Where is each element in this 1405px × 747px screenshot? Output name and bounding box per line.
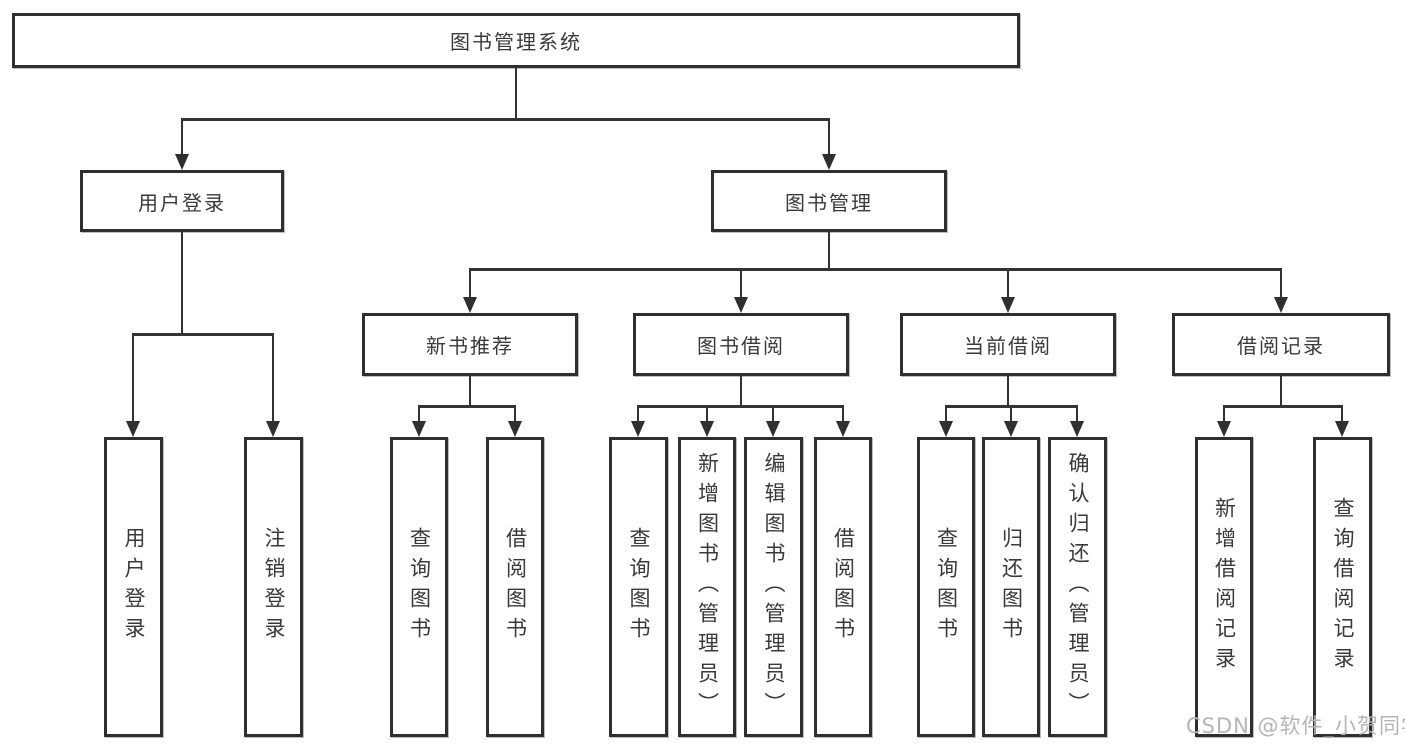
node-current-borrowing: 当前借阅 <box>900 313 1116 376</box>
connector-line <box>1223 405 1225 421</box>
node-label: 新书推荐 <box>426 334 514 358</box>
arrow-down-icon <box>175 154 189 170</box>
node-label: 查询借阅记录 <box>1331 497 1355 677</box>
arrow-down-icon <box>1274 297 1288 313</box>
arrow-down-icon <box>412 421 426 437</box>
connector-line <box>272 333 274 421</box>
connector-line <box>469 268 1281 271</box>
connector-line <box>1007 268 1009 297</box>
node-label: 图书借阅 <box>697 334 785 358</box>
node-borrowing-records: 借阅记录 <box>1172 313 1390 376</box>
connector-line <box>1076 405 1078 421</box>
connector-line <box>1223 405 1343 408</box>
connector-line <box>772 405 774 421</box>
node-leaf-user-login: 用户登录 <box>104 437 163 737</box>
arrow-down-icon <box>836 421 850 437</box>
node-label: 借阅图书 <box>831 527 856 647</box>
arrow-down-icon <box>1217 421 1231 437</box>
node-leaf-edit-books-admin: 编辑图书（管理员） <box>744 437 803 737</box>
csdn-watermark: CSDN @软件_小贺同学 <box>1186 714 1405 738</box>
connector-line <box>842 405 844 421</box>
connector-line <box>1280 268 1282 297</box>
connector-line <box>181 118 830 121</box>
node-label: 新增借阅记录 <box>1212 497 1237 677</box>
connector-line <box>418 405 420 421</box>
node-book-management-branch: 图书管理 <box>711 170 947 232</box>
arrow-down-icon <box>734 297 748 313</box>
node-label: 当前借阅 <box>964 334 1052 358</box>
node-label: 编辑图书（管理员） <box>762 452 786 722</box>
connector-line <box>1010 405 1012 421</box>
arrow-down-icon <box>126 421 140 437</box>
connector-line <box>740 268 742 297</box>
connector-line <box>181 118 183 156</box>
node-root-library-system: 图书管理系统 <box>12 13 1020 68</box>
arrow-down-icon <box>1070 421 1084 437</box>
node-leaf-borrow-books-2: 借阅图书 <box>814 437 872 737</box>
arrow-down-icon <box>700 421 714 437</box>
arrow-down-icon <box>631 421 645 437</box>
arrow-down-icon <box>463 297 477 313</box>
connector-line <box>1007 376 1009 407</box>
node-user-login-branch: 用户登录 <box>80 170 284 232</box>
node-leaf-borrow-books-1: 借阅图书 <box>486 437 544 737</box>
node-label: 用户登录 <box>138 190 226 215</box>
node-leaf-add-books-admin: 新增图书（管理员） <box>678 437 736 737</box>
connector-line <box>637 405 844 408</box>
connector-line <box>1280 376 1282 407</box>
node-leaf-query-books-1: 查询图书 <box>390 437 448 737</box>
node-leaf-confirm-return-admin: 确认归还（管理员） <box>1048 437 1107 737</box>
connector-line <box>740 376 742 407</box>
connector-line <box>828 232 830 270</box>
node-book-borrowing: 图书借阅 <box>633 313 849 376</box>
node-label: 确认归还（管理员） <box>1066 452 1090 722</box>
arrow-down-icon <box>939 421 953 437</box>
node-leaf-query-borrow-record: 查询借阅记录 <box>1313 437 1372 737</box>
connector-line <box>637 405 639 421</box>
node-label: 图书管理系统 <box>450 30 582 54</box>
arrow-down-icon <box>1001 297 1015 313</box>
connector-line <box>132 333 274 336</box>
node-label: 查询图书 <box>407 527 432 647</box>
node-label: 新增图书（管理员） <box>695 452 720 722</box>
arrow-down-icon <box>822 154 836 170</box>
node-label: 注销登录 <box>262 527 286 647</box>
connector-line <box>515 68 517 120</box>
node-new-book-recommend: 新书推荐 <box>362 313 578 376</box>
connector-line <box>514 405 516 421</box>
arrow-down-icon <box>508 421 522 437</box>
node-label: 图书管理 <box>785 190 873 215</box>
node-label: 查询图书 <box>934 527 959 647</box>
node-leaf-query-books-3: 查询图书 <box>917 437 975 737</box>
node-label: 借阅记录 <box>1237 334 1325 358</box>
arrow-down-icon <box>1335 421 1349 437</box>
arrow-down-icon <box>266 421 280 437</box>
connector-line <box>706 405 708 421</box>
connector-line <box>418 405 516 408</box>
node-label: 查询图书 <box>627 527 651 647</box>
node-leaf-query-books-2: 查询图书 <box>609 437 668 737</box>
connector-line <box>828 118 830 156</box>
node-leaf-logout: 注销登录 <box>244 437 303 737</box>
node-leaf-return-books: 归还图书 <box>982 437 1040 737</box>
arrow-down-icon <box>1004 421 1018 437</box>
connector-line <box>469 268 471 297</box>
connector-line <box>469 376 471 407</box>
node-label: 借阅图书 <box>503 527 528 647</box>
node-leaf-add-borrow-record: 新增借阅记录 <box>1195 437 1253 737</box>
node-label: 用户登录 <box>122 527 146 647</box>
node-label: 归还图书 <box>999 527 1024 647</box>
connector-line <box>945 405 947 421</box>
arrow-down-icon <box>766 421 780 437</box>
connector-line <box>132 333 134 421</box>
connector-line <box>181 232 183 335</box>
connector-line <box>1341 405 1343 421</box>
